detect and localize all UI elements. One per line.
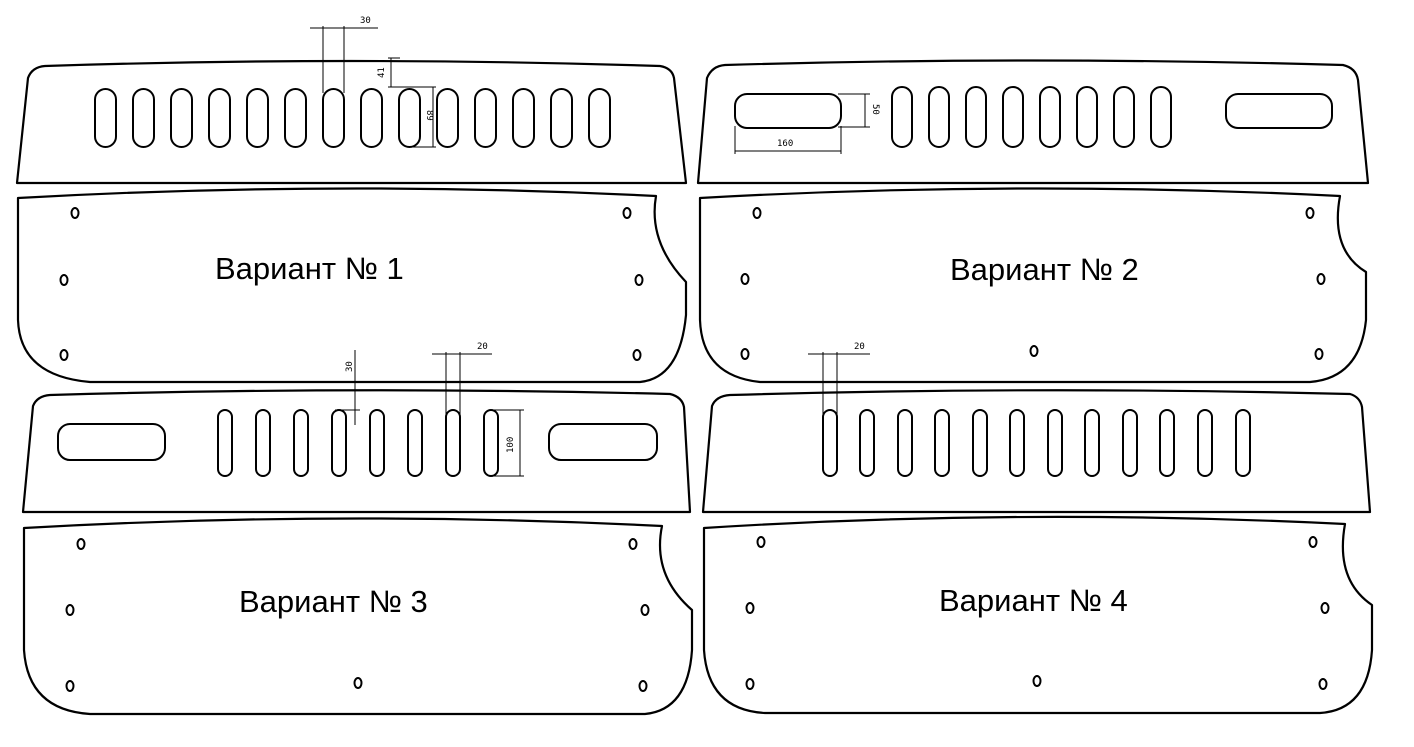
variant-1-label: Вариант № 1 xyxy=(215,251,404,286)
v4-dim-slot-width: 20 xyxy=(854,342,865,352)
variant-1-mount-holes xyxy=(59,207,644,361)
variant-4: 20 Вариант № 4 xyxy=(701,342,1374,715)
variant-2-top-panel xyxy=(696,59,1370,185)
v2-dim-slot-height: 50 xyxy=(870,104,880,115)
variant-4-label: Вариант № 4 xyxy=(939,583,1128,618)
v3-dim-slot-width: 20 xyxy=(477,342,488,352)
variant-2-label: Вариант № 2 xyxy=(950,252,1139,287)
v2-dim-slot-length: 160 xyxy=(777,139,793,149)
v1-dim-slot-height: 89 xyxy=(424,110,434,121)
variant-4-slots xyxy=(822,409,1251,477)
variant-4-dimensions: 20 xyxy=(808,342,870,414)
variant-2-bottom-panel xyxy=(698,187,1368,384)
variant-4-mount-holes xyxy=(745,536,1330,690)
v1-dim-top-offset: 41 xyxy=(377,67,387,78)
variant-1-top-panel xyxy=(15,59,688,185)
variant-1-dimensions: 30 41 89 xyxy=(310,16,436,148)
v1-dim-slot-width: 30 xyxy=(360,16,371,26)
variant-3-top-panel xyxy=(21,389,692,514)
variant-1-slots xyxy=(94,88,611,148)
variant-4-bottom-panel xyxy=(702,515,1374,715)
variant-3-mount-holes xyxy=(65,538,650,692)
variant-3-slots xyxy=(57,409,658,477)
variant-1: 30 41 89 Вариант № 1 xyxy=(15,16,688,384)
v3-dim-slot-height: 100 xyxy=(506,437,516,453)
variant-3-label: Вариант № 3 xyxy=(239,584,428,619)
variant-2-mount-holes xyxy=(740,207,1326,360)
variant-2: 50 160 Вариант № 2 xyxy=(696,59,1370,384)
variant-1-bottom-panel xyxy=(16,187,688,384)
variant-2-slots xyxy=(734,86,1333,148)
variant-4-top-panel xyxy=(701,389,1372,514)
variant-2-dimensions: 50 160 xyxy=(734,93,880,154)
variant-3: 30 20 100 Вариант № 3 xyxy=(21,342,694,716)
v3-dim-top-offset: 30 xyxy=(345,361,355,372)
variant-3-dimensions: 30 20 100 xyxy=(335,342,524,477)
variant-3-bottom-panel xyxy=(22,517,694,716)
